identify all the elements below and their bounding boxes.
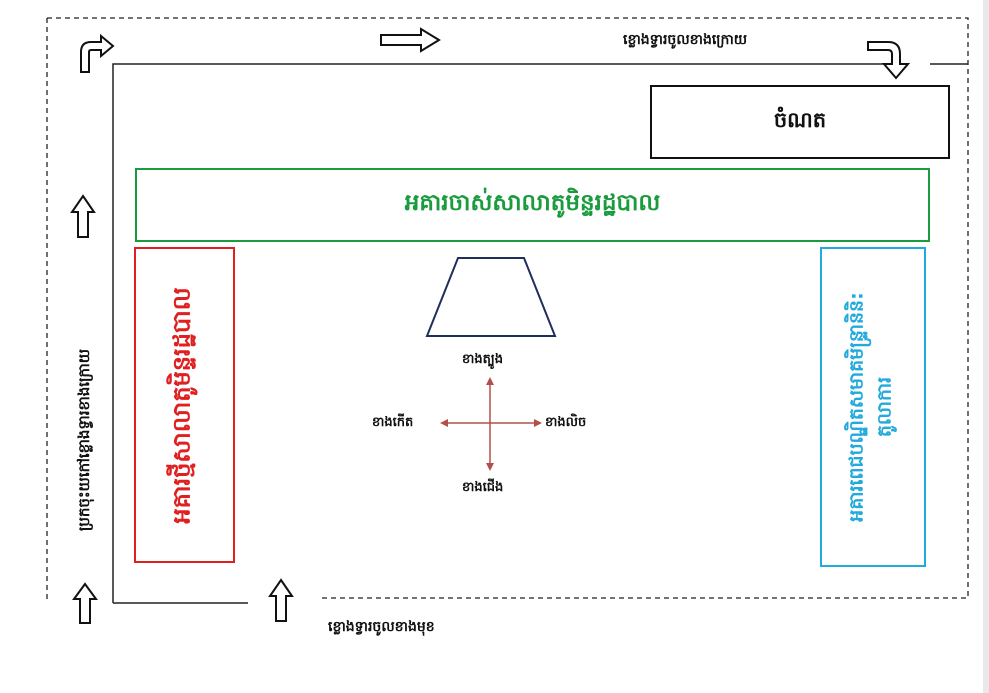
right-building-label-line1: អគារពេជបណ្ឌិតសមាគមិន្ទ្រានិនិ: — [846, 292, 869, 522]
parking-label: ចំណត — [773, 107, 827, 132]
compass-label-bottom: ខាងជើង — [462, 480, 504, 495]
arrow-turn-down-icon — [867, 41, 911, 80]
arrow-turn-right-icon — [80, 34, 115, 73]
compass-arrow-left — [440, 419, 448, 427]
new-building-box: អគារថ្មីសាលាតូមិន្ទរដ្ឋបាល — [134, 247, 235, 563]
podium-shape — [425, 257, 557, 337]
compass-arrow-right — [534, 419, 542, 427]
arrow-right-icon — [380, 27, 441, 53]
arrow-up-icon — [268, 578, 294, 622]
arrow-up-icon — [72, 582, 98, 624]
arrow-up-icon — [70, 194, 96, 238]
right-edge-strip — [983, 0, 989, 693]
compass-label-left: ខាងកើត — [372, 415, 414, 430]
front-gate-label: ខ្លោងទ្វារចូលខាងមុខ — [328, 619, 435, 635]
right-building-label-line2: តូលាការ — [874, 376, 897, 438]
left-path-label: ប្រកចុះយកៅខ្លោងទ្វារខាងក្រោយ — [75, 348, 93, 532]
old-building-box: អគារចាស់សាលាតូមិន្ទរដ្ឋបាល — [135, 168, 930, 242]
left-path-label-wrap: ប្រកចុះយកៅខ្លោងទ្វារខាងក្រោយ — [72, 300, 100, 580]
compass-arrow-down — [486, 463, 494, 471]
right-building-box: អគារពេជបណ្ឌិតសមាគមិន្ទ្រានិនិ: តូលាការ — [820, 247, 926, 567]
old-building-label: អគារចាស់សាលាតូមិន្ទរដ្ឋបាល — [404, 189, 661, 216]
compass-arrow-up — [486, 377, 494, 385]
compass-cross — [440, 377, 542, 471]
compass-label-top: ខាងត្បូង — [462, 352, 504, 367]
rear-gate-label: ខ្លោងទ្វារចូលខាងក្រោយ — [623, 32, 748, 48]
parking-box: ចំណត — [650, 85, 950, 159]
compass-label-right: ខាងលិច — [545, 415, 587, 430]
right-building-label-group: អគារពេជបណ្ឌិតសមាគមិន្ទ្រានិនិ: តូលាការ — [845, 292, 901, 521]
new-building-label: អគារថ្មីសាលាតូមិន្ទរដ្ឋបាល — [168, 286, 197, 524]
